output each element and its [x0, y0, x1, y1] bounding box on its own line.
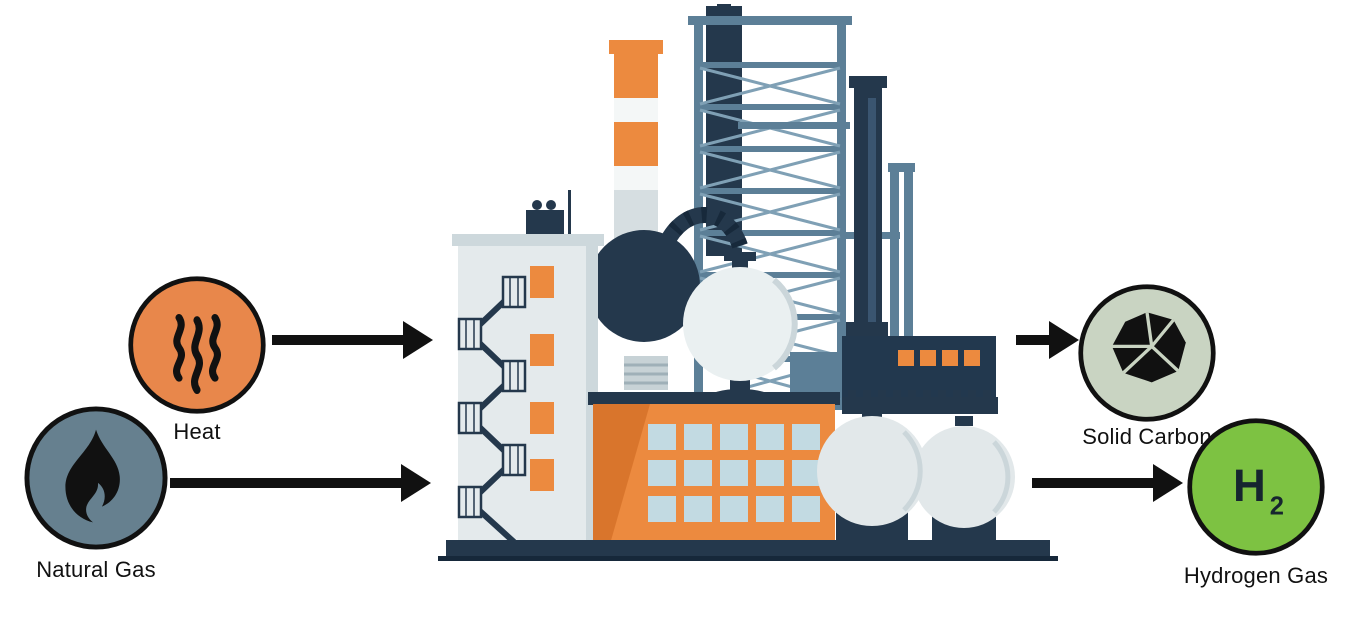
- arrow-plant-to-solid-carbon: [1016, 335, 1050, 345]
- reactor-sphere: [588, 207, 748, 390]
- arrow-natural-gas-to-plant: [170, 478, 402, 488]
- input-node-heat: [128, 276, 266, 414]
- flame-icon: [65, 429, 120, 523]
- natural-gas-label: Natural Gas: [36, 557, 156, 582]
- h2-symbol: H 2: [1233, 460, 1284, 520]
- hydrogen-gas-label: Hydrogen Gas: [1183, 563, 1329, 588]
- cross-pipe-upper: [738, 122, 850, 129]
- heat-label: Heat: [173, 419, 221, 444]
- orange-building: [588, 392, 840, 544]
- output-node-hydrogen: H 2: [1187, 418, 1325, 556]
- solid-carbon-label: Solid Carbon: [1082, 424, 1212, 449]
- coal-icon: [1111, 312, 1186, 383]
- hydrogen-circle: [1187, 418, 1325, 556]
- heat-waves-icon: [173, 318, 218, 390]
- output-node-solid-carbon: [1078, 284, 1216, 422]
- left-building: [452, 190, 604, 545]
- h2-main-text: H: [1233, 460, 1266, 511]
- utility-box: [790, 352, 846, 396]
- h2-subscript-text: 2: [1270, 492, 1284, 520]
- storage-spheres: [817, 406, 1015, 544]
- factory-illustration: [438, 4, 1058, 561]
- arrow-plant-to-hydrogen: [1032, 478, 1154, 488]
- factory-base: [446, 540, 1050, 558]
- factory-base-shadow: [438, 556, 1058, 561]
- stair-grates: [457, 275, 527, 519]
- input-node-natural-gas: [24, 406, 168, 550]
- window-grid: [648, 424, 820, 522]
- arrow-heat-to-plant: [272, 335, 404, 345]
- striped-chimney: [609, 40, 663, 252]
